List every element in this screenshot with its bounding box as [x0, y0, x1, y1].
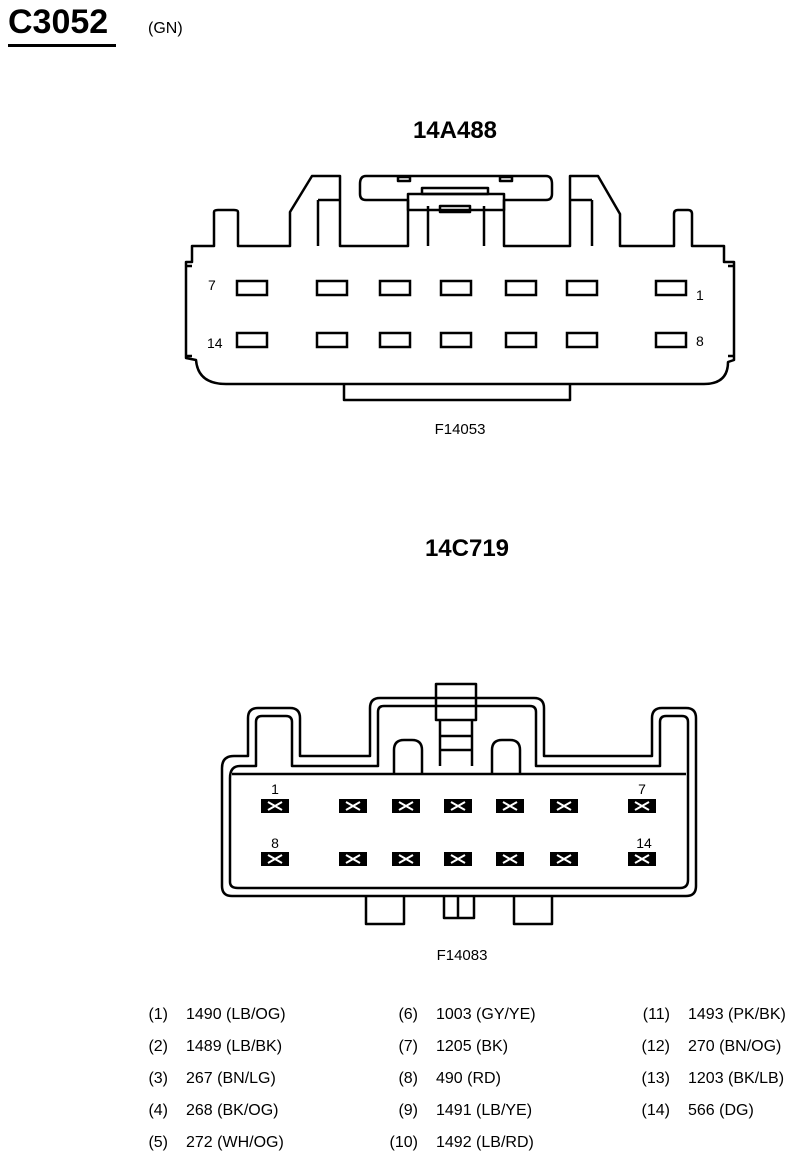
cavity [378, 279, 412, 297]
cavity [565, 279, 599, 297]
connector-id-underline [8, 44, 116, 47]
row-label-bottom-right-1: 8 [696, 333, 704, 349]
pin-circuit: 1490 (LB/OG) [186, 1006, 286, 1023]
pin-circuit: 1493 (PK/BK) [688, 1006, 786, 1023]
cavity [261, 852, 289, 866]
cavity [392, 852, 420, 866]
pin-circuit-table: (1) 1490 (LB/OG) (2) 1489 (LB/BK) (3) 267 (BN… [0, 1005, 804, 1165]
connector-body-2 [220, 682, 698, 926]
terminal-cavities-2 [261, 799, 656, 866]
cavity [378, 331, 412, 349]
row-label-bottom-right-2: 14 [636, 835, 652, 851]
pin-number: (14) [641, 1102, 670, 1119]
connector-view-2: 14C719 [220, 535, 698, 964]
connector-id: C3052 [8, 3, 109, 41]
pin-number: (1) [148, 1006, 168, 1023]
cavity [565, 331, 599, 349]
cavity [235, 279, 269, 297]
row-label-bottom-left-2: 8 [271, 835, 279, 851]
pin-number: (12) [641, 1038, 670, 1055]
cavity [496, 852, 524, 866]
row-label-top-left-1: 7 [208, 277, 216, 293]
cavity [235, 331, 269, 349]
cavity [654, 331, 688, 349]
pin-number: (11) [642, 1006, 670, 1023]
cavity [550, 799, 578, 813]
cavity [444, 799, 472, 813]
part-number-2: 14C719 [425, 535, 509, 562]
connector-color-code: (GN) [148, 20, 183, 37]
pin-circuit: 1003 (GY/YE) [436, 1006, 536, 1023]
cavity [628, 799, 656, 813]
cavity [496, 799, 524, 813]
pin-circuit: 1205 (BK) [436, 1038, 509, 1055]
pin-number: (10) [389, 1134, 418, 1151]
pin-number: (5) [148, 1134, 168, 1151]
connector-body-1 [184, 174, 736, 402]
pin-circuit: 267 (BN/LG) [186, 1070, 276, 1087]
cavity [261, 799, 289, 813]
pin-circuit: 1491 (LB/YE) [436, 1102, 533, 1119]
pin-number: (9) [398, 1102, 418, 1119]
terminal-cavities-1 [235, 279, 688, 349]
pin-number: (7) [398, 1038, 418, 1055]
pin-number: (6) [398, 1006, 418, 1023]
cavity [392, 799, 420, 813]
pin-number: (8) [398, 1070, 418, 1087]
cavity [654, 279, 688, 297]
pin-circuit: 1489 (LB/BK) [186, 1038, 283, 1055]
pin-circuit: 490 (RD) [436, 1070, 501, 1087]
cavity [628, 852, 656, 866]
cavity [339, 799, 367, 813]
row-label-top-right-1: 1 [696, 287, 704, 303]
cavity [504, 279, 538, 297]
row-label-top-left-2: 1 [271, 781, 279, 797]
row-label-top-right-2: 7 [638, 781, 646, 797]
row-label-bottom-left-1: 14 [207, 335, 223, 351]
cavity [439, 279, 473, 297]
cavity [315, 331, 349, 349]
pin-circuit: 1492 (LB/RD) [436, 1134, 534, 1151]
part-number-1: 14A488 [413, 117, 497, 144]
connector-view-1: 14A488 [184, 117, 736, 438]
figure-id-2: F14083 [437, 947, 488, 964]
pin-number: (2) [148, 1038, 168, 1055]
cavity [339, 852, 367, 866]
pin-circuit: 268 (BK/OG) [186, 1102, 279, 1119]
pin-circuit: 1203 (BK/LB) [688, 1070, 785, 1087]
figure-id-1: F14053 [435, 421, 486, 438]
cavity [315, 279, 349, 297]
cavity [439, 331, 473, 349]
cavity [444, 852, 472, 866]
pin-circuit: 272 (WH/OG) [186, 1134, 284, 1151]
pin-circuit: 270 (BN/OG) [688, 1038, 782, 1055]
pin-number: (13) [641, 1070, 670, 1087]
pin-number: (4) [148, 1102, 168, 1119]
pin-circuit: 566 (DG) [688, 1102, 754, 1119]
cavity [550, 852, 578, 866]
cavity [504, 331, 538, 349]
pin-number: (3) [148, 1070, 168, 1087]
